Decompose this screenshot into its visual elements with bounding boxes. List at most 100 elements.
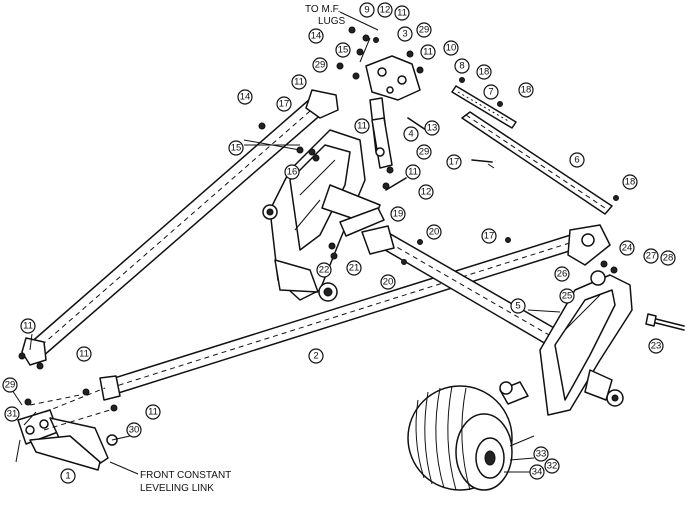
top-note-line1: TO M.F.: [305, 4, 340, 15]
callout-13: 13: [424, 120, 440, 136]
svg-text:11: 11: [357, 121, 367, 132]
plate-19: [339, 207, 385, 237]
callout-16: 16: [284, 164, 300, 180]
svg-text:33: 33: [536, 449, 547, 460]
callout-25: 25: [559, 288, 575, 304]
callout-28: 28: [660, 250, 676, 266]
slotted-bar-7: [451, 85, 517, 129]
svg-text:22: 22: [319, 265, 330, 276]
svg-text:9: 9: [364, 5, 369, 16]
callout-4: 4: [403, 126, 419, 142]
callout-8: 8: [454, 58, 470, 74]
svg-text:30: 30: [129, 425, 140, 436]
front-leveling-link: [17, 409, 118, 471]
wheel-assembly: [407, 381, 529, 491]
bottom-note-line2: LEVELING LINK: [140, 483, 214, 494]
bolt-23: [645, 313, 685, 331]
callout-17: 17: [481, 228, 497, 244]
svg-text:19: 19: [393, 209, 404, 220]
svg-text:25: 25: [562, 291, 573, 302]
callout-33: 33: [533, 446, 549, 462]
callout-11: 11: [420, 44, 436, 60]
svg-text:12: 12: [421, 187, 432, 198]
lower-arm-2: [99, 227, 599, 401]
svg-text:2: 2: [313, 351, 318, 362]
svg-text:24: 24: [622, 243, 633, 254]
callout-6: 6: [569, 152, 585, 168]
callout-24: 24: [619, 240, 635, 256]
svg-text:32: 32: [547, 461, 558, 472]
callout-29: 29: [416, 22, 432, 38]
svg-text:18: 18: [479, 67, 490, 78]
svg-text:14: 14: [311, 31, 322, 42]
callout-17: 17: [276, 96, 292, 112]
svg-text:17: 17: [279, 99, 290, 110]
callout-11: 11: [291, 74, 307, 90]
svg-text:20: 20: [383, 277, 394, 288]
svg-text:14: 14: [240, 92, 251, 103]
callout-29: 29: [2, 377, 18, 393]
callout-2: 2: [308, 348, 324, 364]
callout-34: 34: [529, 464, 545, 480]
svg-text:15: 15: [231, 143, 242, 154]
svg-text:17: 17: [449, 157, 460, 168]
svg-text:10: 10: [446, 43, 457, 54]
svg-text:28: 28: [663, 253, 674, 264]
svg-text:6: 6: [574, 155, 579, 166]
svg-text:11: 11: [294, 77, 304, 88]
svg-text:31: 31: [7, 409, 18, 420]
callout-11: 11: [354, 118, 370, 134]
svg-text:15: 15: [338, 45, 349, 56]
link-4: [371, 117, 393, 169]
svg-text:11: 11: [423, 47, 433, 58]
callout-12: 12: [418, 184, 434, 200]
callout-26: 26: [554, 266, 570, 282]
svg-text:13: 13: [427, 123, 438, 134]
callout-18: 18: [622, 174, 638, 190]
callout-11: 11: [145, 404, 161, 420]
callout-11: 11: [405, 164, 421, 180]
upper-left-arm: [21, 89, 339, 366]
callout-3: 3: [397, 26, 413, 42]
svg-text:27: 27: [646, 251, 657, 262]
svg-text:29: 29: [315, 60, 326, 71]
svg-text:12: 12: [380, 5, 391, 16]
callout-29: 29: [416, 144, 432, 160]
svg-text:18: 18: [521, 85, 532, 96]
svg-text:29: 29: [5, 380, 16, 391]
svg-text:11: 11: [408, 167, 418, 178]
annotations: TO M.F. LUGS FRONT CONSTANT LEVELING LIN…: [140, 4, 346, 494]
svg-text:29: 29: [419, 25, 430, 36]
callout-7: 7: [483, 84, 499, 100]
callout-14: 14: [308, 28, 324, 44]
callout-27: 27: [643, 248, 659, 264]
bottom-note-line1: FRONT CONSTANT: [140, 470, 231, 481]
callout-15: 15: [228, 140, 244, 156]
callout-21: 21: [346, 260, 362, 276]
callout-12: 12: [377, 2, 393, 18]
svg-text:4: 4: [408, 129, 413, 140]
part-callouts: 9 12 11 3 29 14 15 11 10 29 8 18 11 7 18…: [2, 2, 676, 484]
hardware-parts: [18, 26, 619, 412]
callout-22: 22: [316, 262, 332, 278]
svg-text:5: 5: [515, 301, 520, 312]
callout-29: 29: [312, 57, 328, 73]
svg-text:21: 21: [349, 263, 360, 274]
callout-11: 11: [76, 346, 92, 362]
callout-32: 32: [544, 458, 560, 474]
svg-text:16: 16: [287, 167, 298, 178]
svg-text:1: 1: [65, 471, 70, 482]
svg-text:20: 20: [429, 227, 440, 238]
svg-text:11: 11: [23, 321, 33, 332]
callout-20: 20: [380, 274, 396, 290]
callout-10: 10: [443, 40, 459, 56]
svg-text:11: 11: [148, 407, 158, 418]
callout-11: 11: [394, 5, 410, 21]
svg-text:26: 26: [557, 269, 568, 280]
leader-lines: [11, 11, 561, 475]
svg-text:8: 8: [459, 61, 464, 72]
callout-19: 19: [390, 206, 406, 222]
svg-text:11: 11: [79, 349, 89, 360]
